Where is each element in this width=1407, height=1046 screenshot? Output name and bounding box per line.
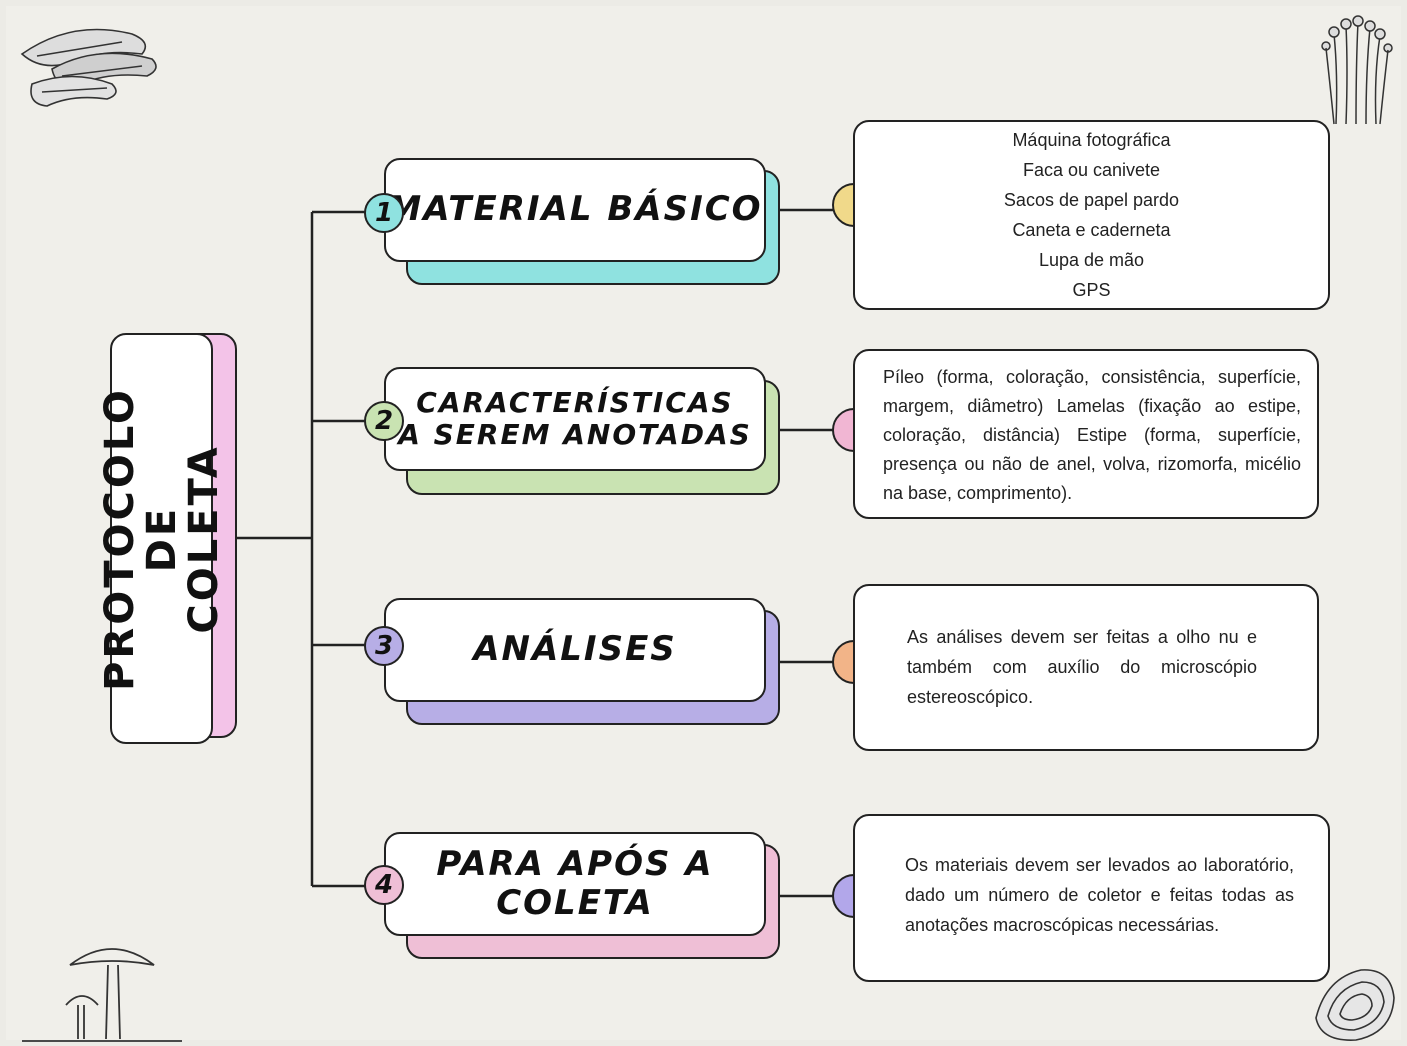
branch-3-details: As análises devem ser feitas a olho nu e… (853, 584, 1319, 751)
main-title: PROTOCOLO DE COLETA (96, 386, 227, 691)
branch-3-details-text: As análises devem ser feitas a olho nu e… (907, 627, 1257, 707)
branch-2-number: 2 (364, 401, 404, 441)
branch-2-title: CARACTERÍSTICAS A SEREM ANOTADAS (398, 385, 752, 451)
detail-item: Faca ou canivete (1022, 160, 1161, 180)
branch-4-title: PARA APÓS A COLETA (436, 843, 714, 923)
detail-item: Lupa de mão (1038, 250, 1145, 270)
toadstool-illustration (22, 948, 182, 1042)
branch-4-details-text: Os materiais devem ser levados ao labora… (905, 855, 1294, 935)
detail-item: Caneta e caderneta (1012, 220, 1171, 240)
oyster-mushroom-illustration (20, 28, 157, 107)
branch-2-details-text: Píleo (forma, coloração, consistência, s… (883, 367, 1301, 503)
branch-1-number: 1 (364, 193, 404, 233)
branch-2-card: CARACTERÍSTICAS A SEREM ANOTADAS (384, 367, 766, 471)
branch-4-card: PARA APÓS A COLETA (384, 832, 766, 936)
branch-4-details: Os materiais devem ser levados ao labora… (853, 814, 1330, 982)
branch-2-details: Píleo (forma, coloração, consistência, s… (853, 349, 1319, 519)
bracket-fungus-illustration (1315, 969, 1395, 1041)
detail-item: Sacos de papel pardo (1003, 190, 1180, 210)
branch-3-card: ANÁLISES (384, 598, 766, 702)
branch-4-number: 4 (364, 865, 404, 905)
branch-1-details: Máquina fotográfica Faca ou canivete Sac… (853, 120, 1330, 310)
branch-3-number: 3 (364, 626, 404, 666)
main-card (110, 333, 213, 744)
detail-item: GPS (1072, 280, 1111, 300)
main-title-wrap: PROTOCOLO DE COLETA (97, 333, 227, 744)
branch-3-title: ANÁLISES (473, 629, 677, 670)
enoki-mushroom-illustration (1321, 15, 1393, 125)
branch-1-card: MATERIAL BÁSICO (384, 158, 766, 262)
branch-1-title: MATERIAL BÁSICO (387, 189, 763, 230)
detail-item: Máquina fotográfica (1012, 130, 1171, 150)
